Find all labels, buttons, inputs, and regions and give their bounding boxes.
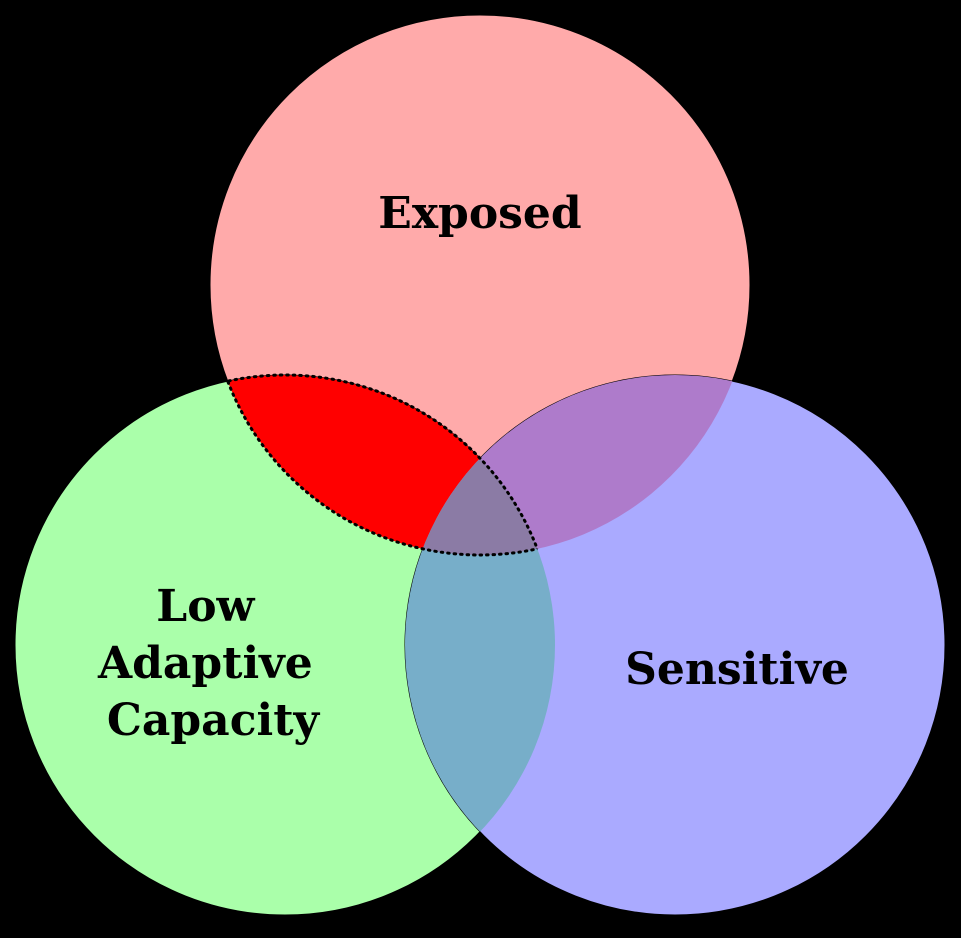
low-adaptive-capacity-label-line-2: Adaptive bbox=[97, 638, 313, 689]
exposed-low-adaptive-capacity-overlap bbox=[210, 375, 555, 555]
low-adaptive-capacity-label-line-3: Capacity bbox=[107, 695, 321, 746]
low-adaptive-capacity-label: Low Adaptive Capacity bbox=[97, 581, 328, 746]
exposed-label: Exposed bbox=[378, 188, 581, 239]
low-adaptive-capacity-label-line-1: Low bbox=[156, 581, 255, 632]
exposed-lac-dotted-outline-top bbox=[208, 375, 555, 557]
exposed-sensitive-overlap bbox=[405, 375, 750, 555]
sensitive-label: Sensitive bbox=[625, 644, 849, 695]
